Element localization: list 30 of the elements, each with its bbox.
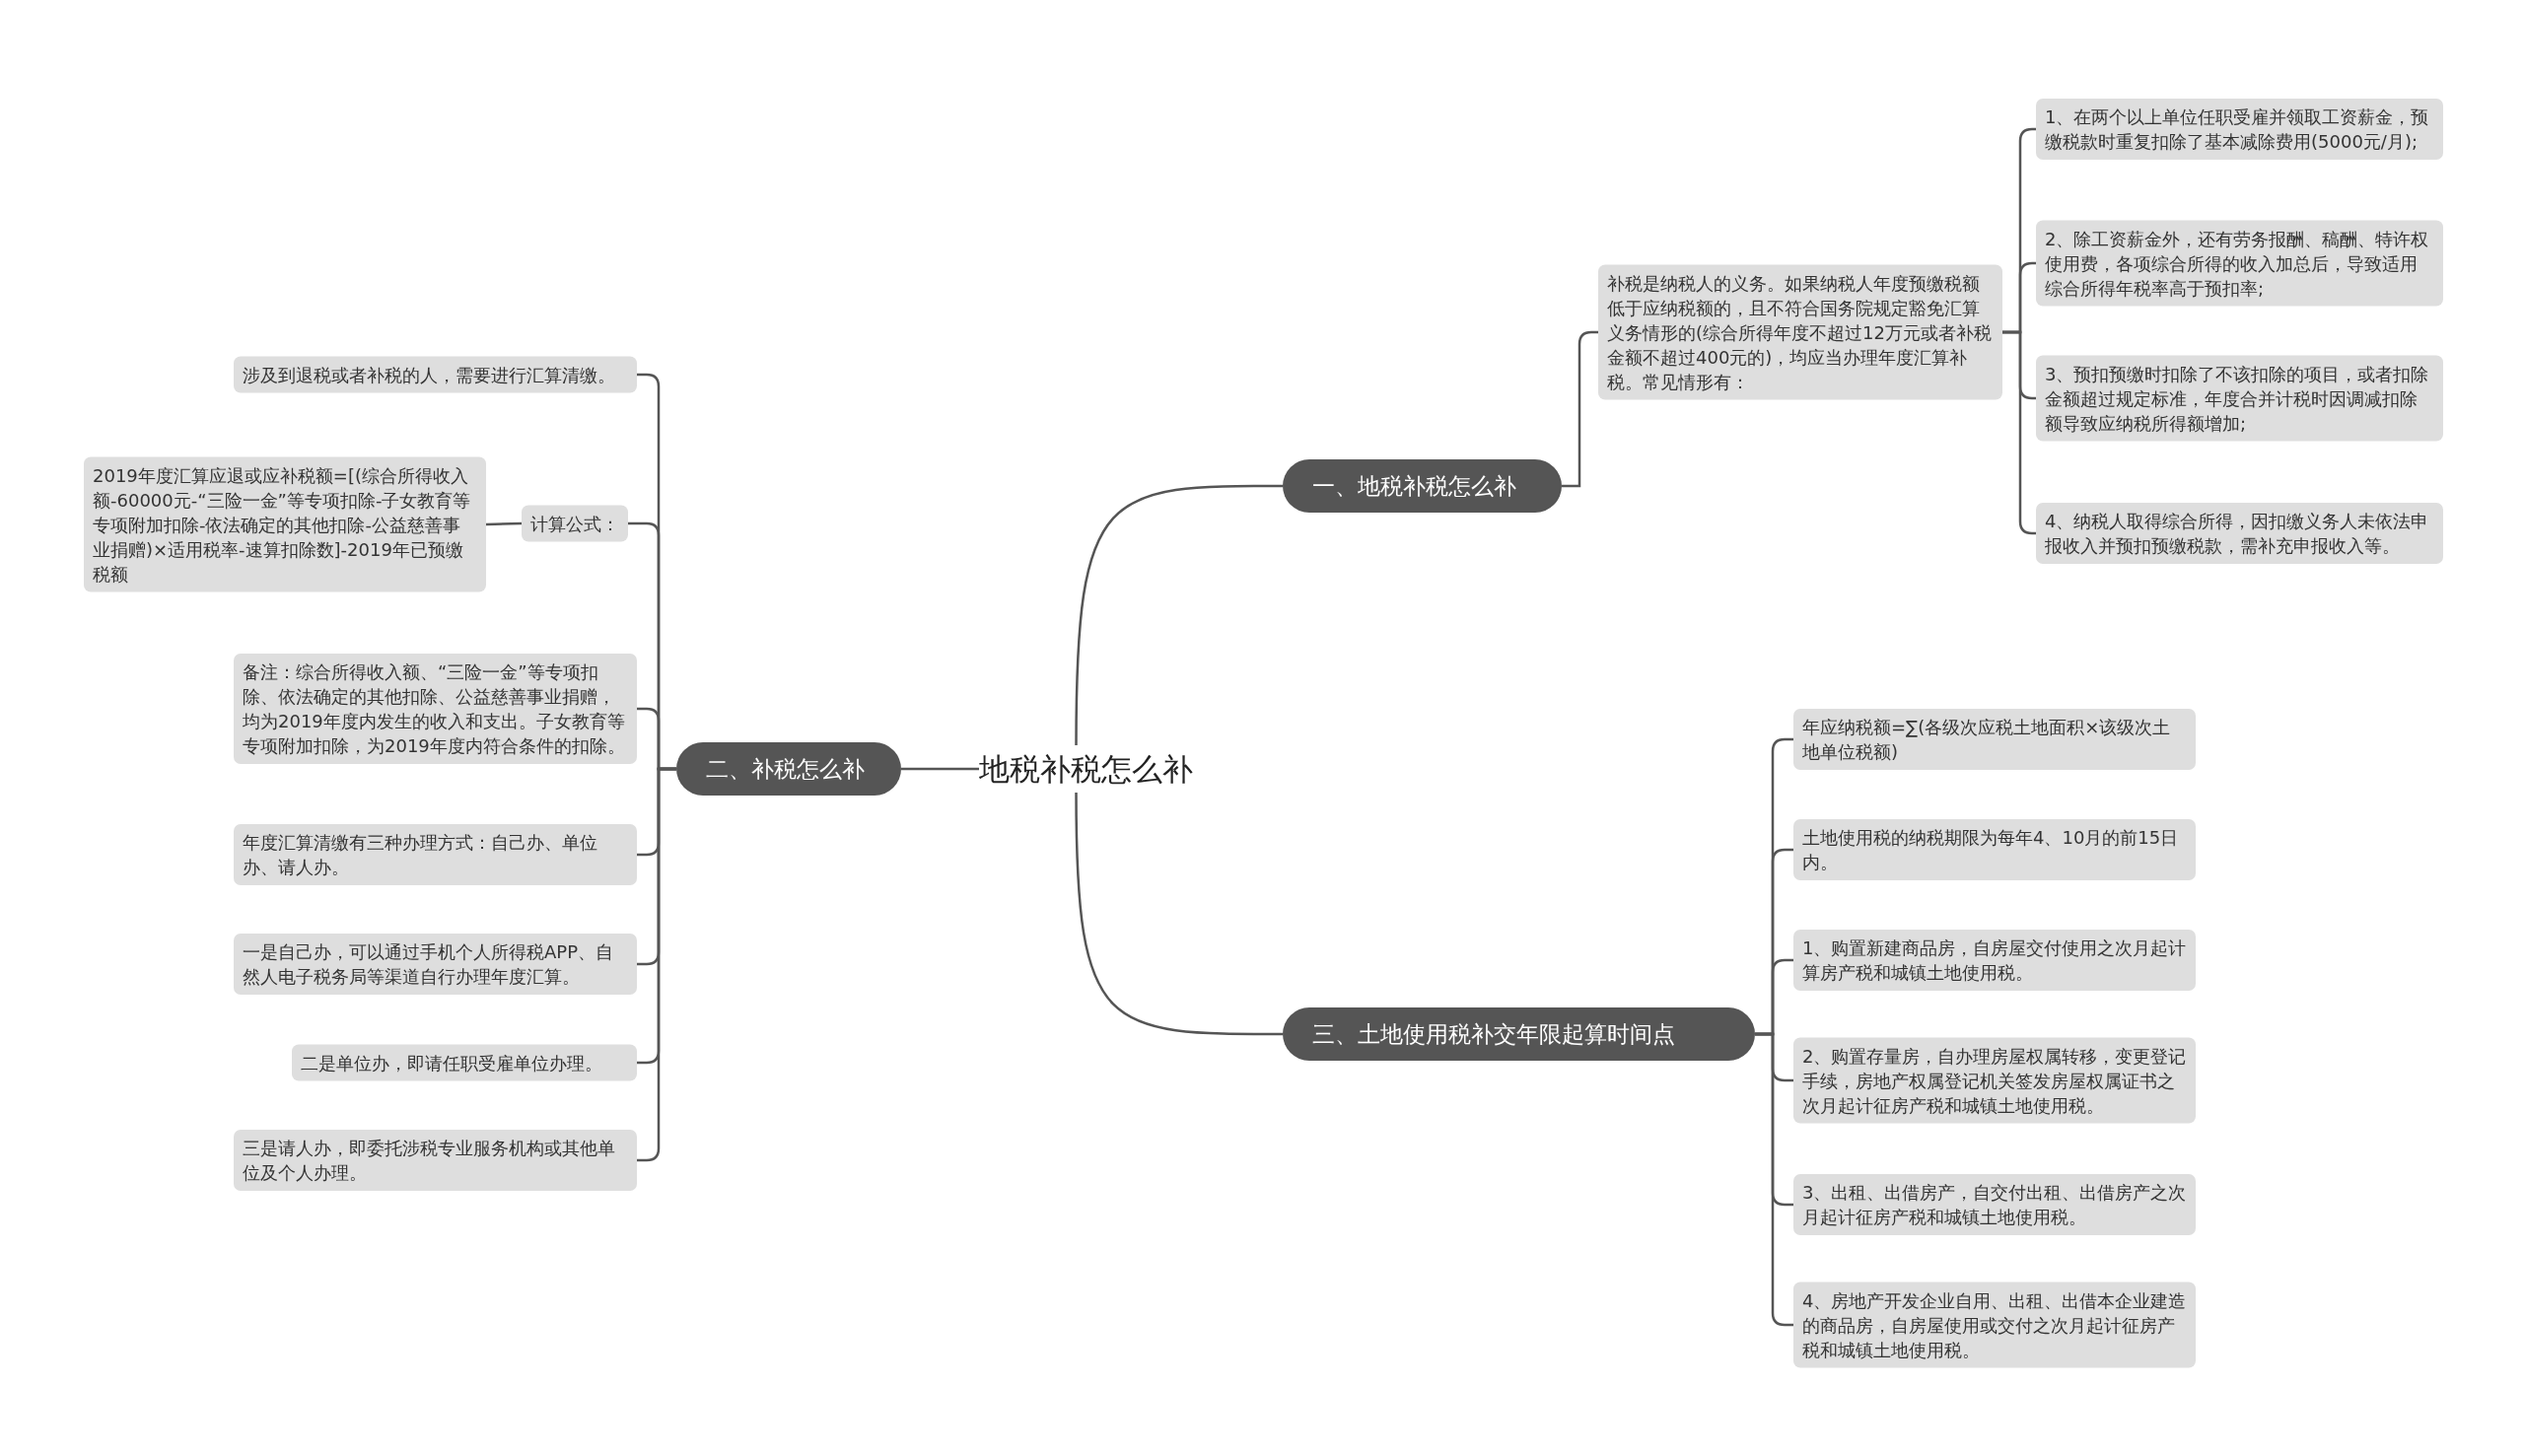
topic-box: 3、预扣预缴时扣除了不该扣除的项目，或者扣除金额超过规定标准，年度合并计税时因调减扣除额导致应纳税所得额增加; bbox=[2036, 355, 2443, 442]
topic-box: 二是单位办，即请任职受雇单位办理。 bbox=[292, 1044, 637, 1081]
topic-box: 3、出租、出借房产，自交付出租、出借房产之次月起计征房产税和城镇土地使用税。 bbox=[1793, 1174, 2196, 1235]
connector-line bbox=[485, 521, 523, 526]
topic-box: 1、购置新建商品房，自房屋交付使用之次月起计算房产税和城镇土地使用税。 bbox=[1793, 930, 2196, 991]
topic-box: 2、除工资薪金外，还有劳务报酬、稿酬、特许权使用费，各项综合所得的收入加总后，导致适用综合所得年税率高于预扣率; bbox=[2036, 220, 2443, 307]
topic-box: 一是自己办，可以通过手机个人所得税APP、自然人电子税务局等渠道自行办理年度汇算。 bbox=[234, 934, 637, 995]
topic-box: 2、购置存量房，自办理房屋权属转移，变更登记手续，房地产权属登记机关签发房屋权属证书之次月起计征房产税和城镇土地使用税。 bbox=[1793, 1037, 2196, 1124]
topic-box: 2019年度汇算应退或应补税额=[(综合所得收入额-60000元-“三险一金”等专项扣除-子女教育等专项附加扣除-依法确定的其他扣除-公益慈善事业捐赠)×适用税率-速算扣除数]-2019年已预缴税额 bbox=[84, 456, 486, 592]
connector-line bbox=[1755, 1032, 1793, 1327]
topic-box: 计算公式： bbox=[522, 505, 628, 542]
topic-box: 4、房地产开发企业自用、出租、出借本企业建造的商品房，自房屋使用或交付之次月起计征房产税和城镇土地使用税。 bbox=[1793, 1282, 2196, 1368]
topic-box: 4、纳税人取得综合所得，因扣缴义务人未依法申报收入并预扣预缴税款，需补充申报收入等。 bbox=[2036, 503, 2443, 564]
connector-line bbox=[637, 767, 676, 1162]
topic-box: 备注：综合所得收入额、“三险一金”等专项扣除、依法确定的其他扣除、公益慈善事业捐赠，均为2019年度内发生的收入和支出。子女教育等专项附加扣除，为2019年度内符合条件的扣除。 bbox=[234, 654, 637, 764]
connector-line bbox=[901, 767, 979, 771]
topic-box: 土地使用税的纳税期限为每年4、10月的前15日内。 bbox=[1793, 819, 2196, 880]
branch-topic: 一、地税补税怎么补 bbox=[1283, 459, 1562, 513]
connector-line bbox=[1075, 484, 1283, 745]
central-topic: 地税补税怎么补 bbox=[979, 749, 1193, 789]
topic-box: 补税是纳税人的义务。如果纳税人年度预缴税额低于应纳税额的，且不符合国务院规定豁免汇算义务情形的(综合所得年度不超过12万元或者补税金额不超过400元的)，均应当办理年度汇算补税。常见情形有： bbox=[1598, 264, 2002, 400]
topic-box: 年度汇算清缴有三种办理方式：自己办、单位办、请人办。 bbox=[234, 824, 637, 885]
topic-box: 年应纳税额=∑(各级次应税土地面积×该级次土地单位税额) bbox=[1793, 709, 2196, 770]
branch-topic: 二、补税怎么补 bbox=[676, 742, 901, 796]
topic-box: 涉及到退税或者补税的人，需要进行汇算清缴。 bbox=[234, 356, 637, 393]
connector-line bbox=[1075, 793, 1283, 1036]
topic-box: 1、在两个以上单位任职受雇并领取工资薪金，预缴税款时重复扣除了基本减除费用(5000元/月); bbox=[2036, 99, 2443, 160]
topic-box: 三是请人办，即委托涉税专业服务机构或其他单位及个人办理。 bbox=[234, 1130, 637, 1191]
connector-line bbox=[1562, 330, 1598, 488]
branch-topic: 三、土地使用税补交年限起算时间点 bbox=[1283, 1007, 1755, 1061]
